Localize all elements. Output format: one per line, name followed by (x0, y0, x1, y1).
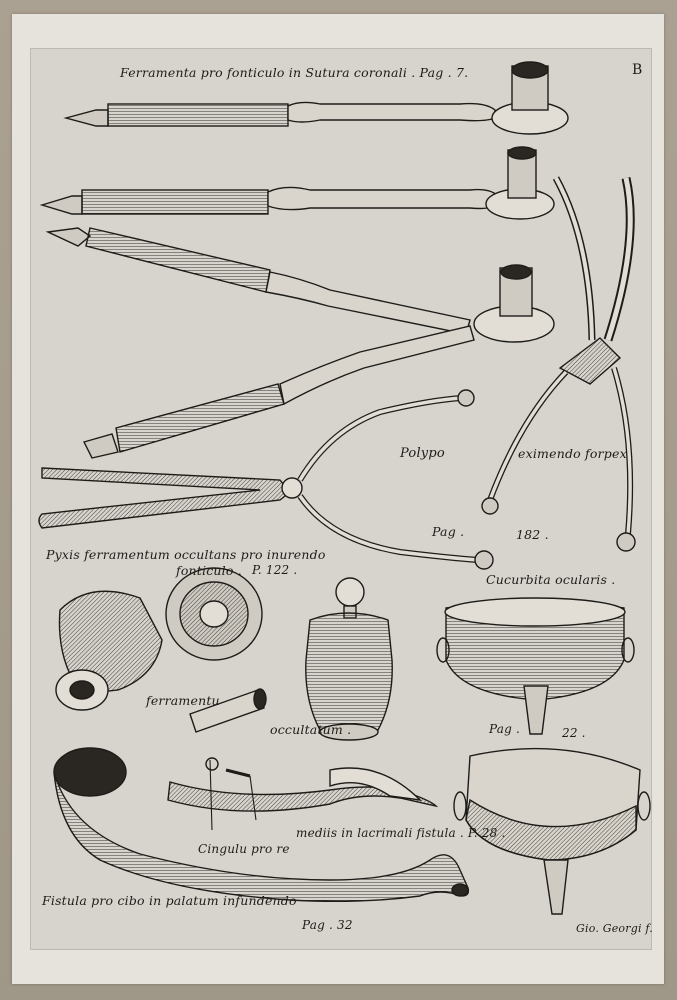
caption-cingulu-2: mediis in lacrimali fistula . P. 28 . (296, 826, 506, 840)
caption-pag182-num: 182 . (516, 527, 549, 542)
caption-cucurbita: Cucurbita ocularis . (486, 572, 616, 587)
pyxis-container (55, 567, 393, 741)
signature: Gio. Georgi f. (576, 922, 653, 935)
caption-pag32: Pag . 32 (302, 918, 353, 932)
caption-polypo: Polypo (400, 446, 445, 461)
caption-ferramentu: ferramentu (146, 693, 220, 708)
feeding-horn (53, 747, 470, 903)
polyp-forceps (38, 389, 494, 570)
cautery-iron-1 (63, 61, 569, 135)
plate-letter: B (632, 62, 643, 78)
cautery-iron-2 (39, 146, 555, 220)
caption-eximendo: eximendo forpex (518, 446, 627, 461)
caption-fistula: Fistula pro cibo in palatum infundendo (42, 893, 297, 908)
extraction-forceps (481, 176, 636, 552)
lacrimal-belt (167, 757, 439, 831)
caption-cingulu: Cingulu pro re (198, 842, 290, 856)
caption-pag22: Pag . (489, 722, 520, 736)
caption-ferramenta: Ferramenta pro fonticulo in Sutura coron… (120, 65, 469, 80)
caption-pag182: Pag . (432, 524, 465, 539)
caption-pyxis: Pyxis ferramentum occultans pro inurendo (46, 547, 326, 562)
caption-pyxis-page: P. 122 . (252, 563, 298, 577)
caption-pyxis-2: fonticulo . (176, 563, 242, 578)
ocular-cup (436, 597, 651, 915)
caption-occultatum: occultatum . (270, 722, 352, 737)
cautery-scissor (45, 227, 555, 459)
caption-pag22-num: 22 . (562, 726, 586, 740)
